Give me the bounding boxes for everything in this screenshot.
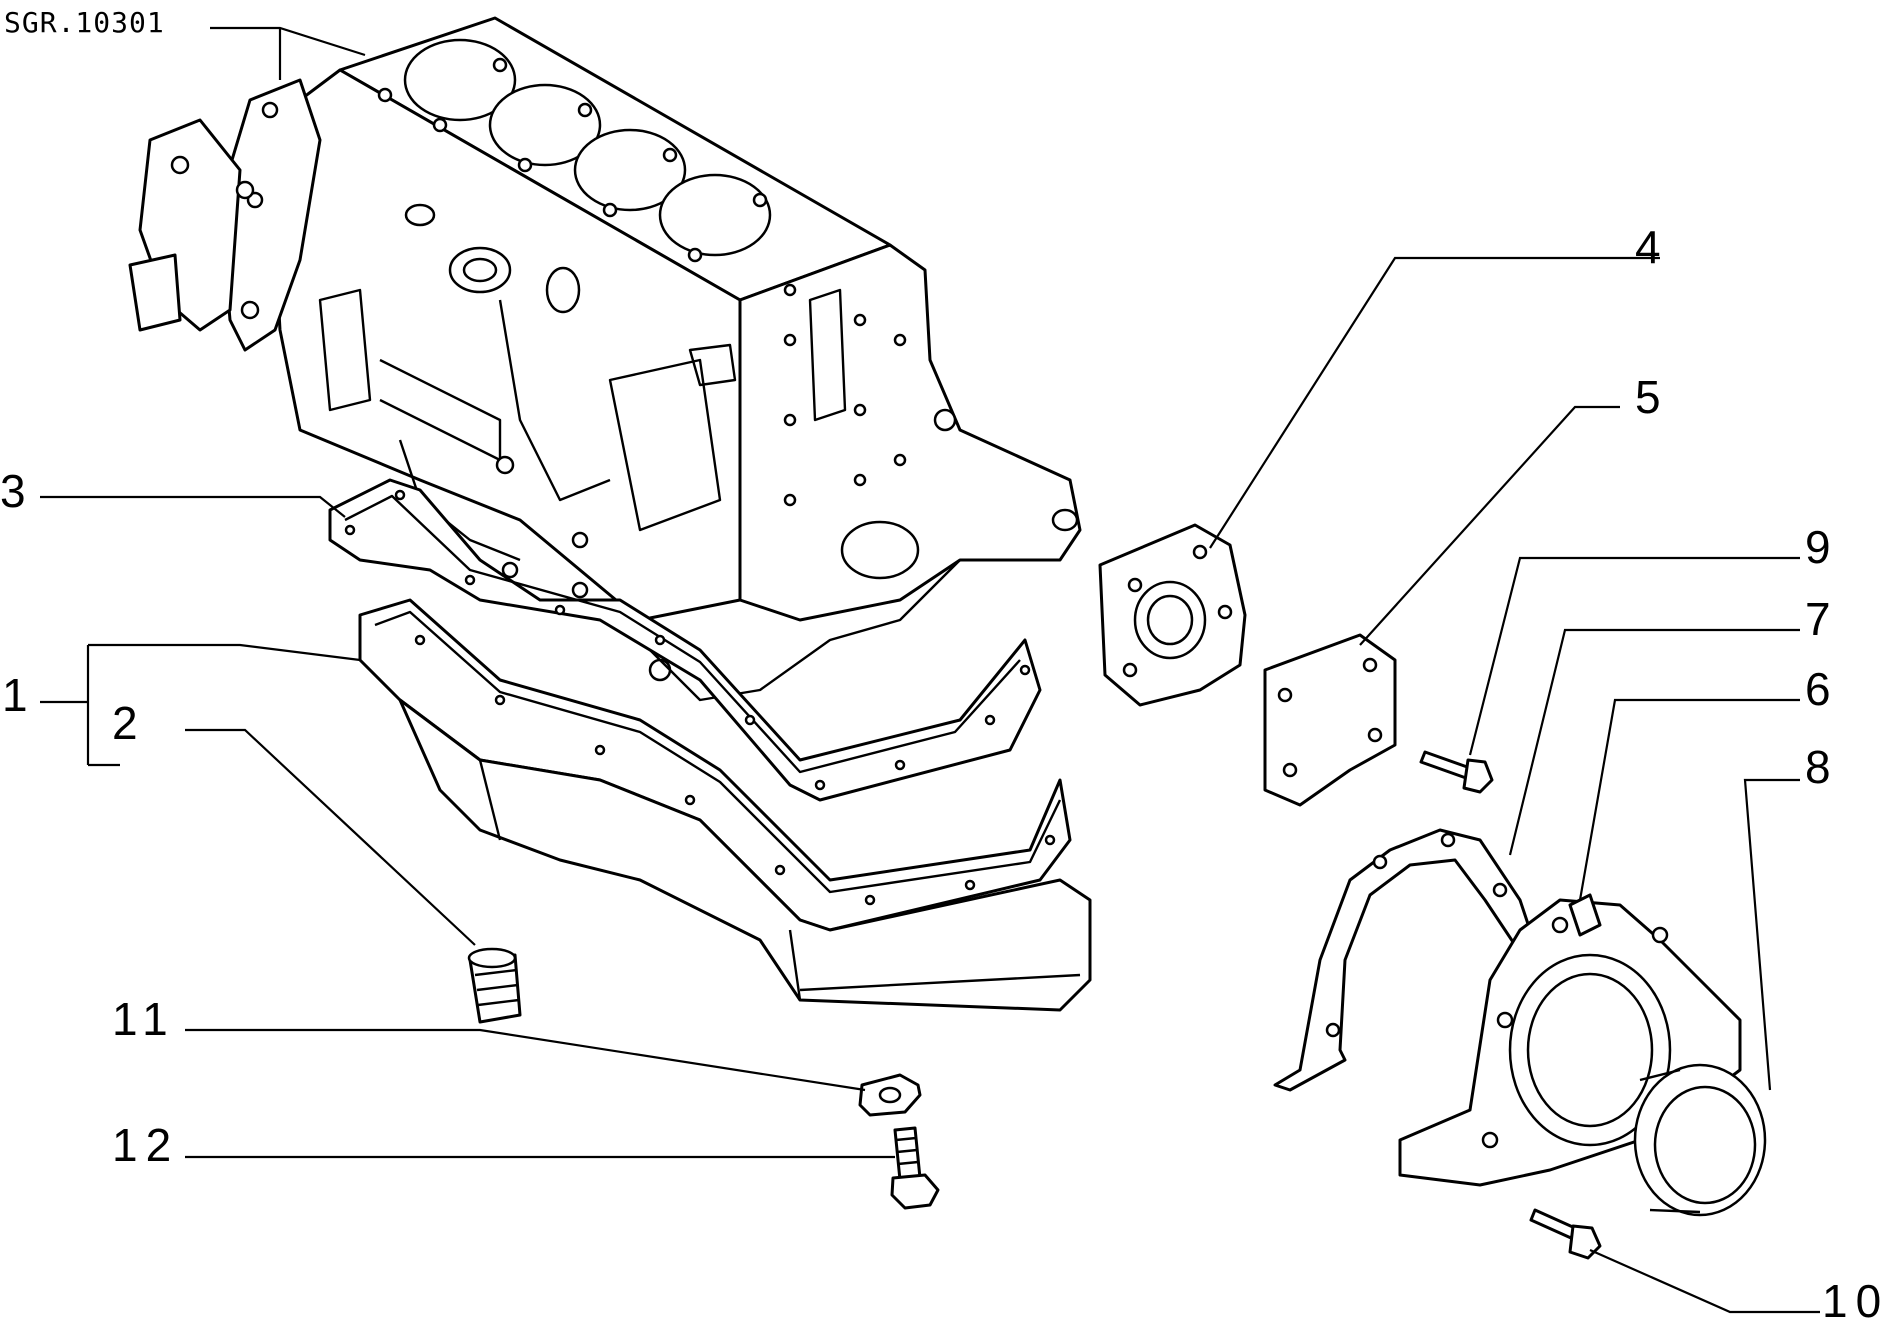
callout-10: 10: [1822, 1275, 1888, 1327]
drawing-reference-code: SGR.10301: [4, 6, 165, 39]
callout-5: 5: [1635, 371, 1669, 423]
lock-washer: [858, 1073, 922, 1117]
cover-plate-4: [1098, 523, 1247, 707]
callout-12: 12: [112, 1119, 180, 1171]
callout-1: 1: [2, 669, 36, 721]
callout-11: 11: [112, 993, 176, 1045]
bolt-12: [890, 1126, 940, 1210]
callout-6: 6: [1805, 663, 1839, 715]
callout-7: 7: [1805, 593, 1839, 645]
callout-3: 3: [0, 465, 34, 517]
callout-9: 9: [1805, 521, 1839, 573]
oil-pan-gasket: [328, 478, 1042, 802]
oil-seal-ring: [1633, 1063, 1767, 1217]
callout-4: 4: [1635, 221, 1669, 273]
cover-plate-5: [1263, 633, 1397, 807]
callout-2: 2: [112, 697, 146, 749]
engine-block: [128, 16, 1082, 702]
leader-lines: [40, 26, 1820, 1314]
bolt-9: [1419, 750, 1494, 794]
callout-8: 8: [1805, 741, 1839, 793]
oil-pan: [358, 598, 1092, 1012]
drain-plug: [467, 947, 522, 1024]
